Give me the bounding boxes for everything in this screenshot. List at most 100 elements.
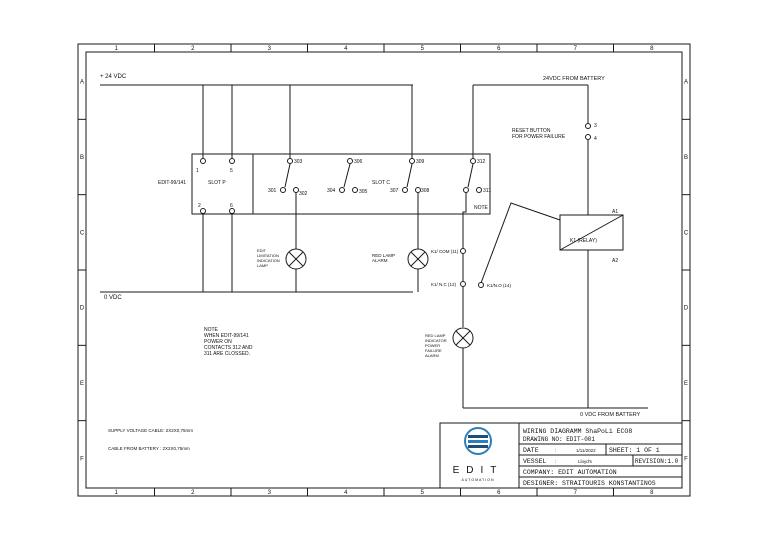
column-label-top: 8 <box>650 46 654 52</box>
column-label-top: 6 <box>497 46 501 52</box>
reset-button-symbol <box>585 123 591 140</box>
term-301: 301 <box>268 188 277 194</box>
column-label-top: 4 <box>344 46 348 52</box>
contact-levers <box>284 163 474 188</box>
battery-cable-note: CABLE FROM BATTERY : 2X2X0,75mm <box>108 446 190 451</box>
pin-1: 1 <box>196 168 199 174</box>
row-label-left: D <box>80 306 85 312</box>
relay-k1 <box>559 214 624 251</box>
lamp-1-label: EDIT LIMITATION INDICATION LAMP <box>257 248 280 268</box>
term-311: 311 <box>483 188 491 194</box>
supply-rails <box>100 84 648 409</box>
vessel-value: Lloyd's <box>578 459 593 464</box>
module-name: EDIT-99/141 <box>158 180 186 186</box>
supply-cable-note: SUPPLY VOLTAGE CABLE: 2X2X0,75mm <box>108 428 193 433</box>
column-label-bottom: 3 <box>268 490 272 496</box>
svg-text:WHEN EDIT-99/141: WHEN EDIT-99/141 <box>204 333 249 339</box>
reset-pin-3: 3 <box>594 123 597 129</box>
row-label-right: C <box>684 230 689 236</box>
term-309: 309 <box>416 159 425 165</box>
date-value: 1/11/2022 <box>576 448 596 453</box>
svg-text:ALARM: ALARM <box>425 353 439 358</box>
lamp-2-label: RED LAMP ALARM <box>372 253 395 263</box>
relay-a1: A1 <box>612 209 618 215</box>
column-label-bottom: 4 <box>344 490 348 496</box>
reset-pin-4: 4 <box>594 136 597 142</box>
revision: REVISION:1.0 <box>635 458 679 465</box>
edit-automation-logo: EDIT AUTOMATION <box>453 427 504 482</box>
row-label-left: F <box>80 456 84 462</box>
svg-text:INDICATOR: INDICATOR <box>425 338 447 343</box>
term-312: 312 <box>477 159 486 165</box>
svg-text:FAILURE: FAILURE <box>425 348 442 353</box>
logo-word: EDIT <box>453 465 504 476</box>
slot-c-note: NOTE <box>474 205 489 211</box>
row-label-left: B <box>80 155 84 161</box>
plus-24vdc-label: + 24 VDC <box>100 74 127 80</box>
relay-no-label: K1/N.O (14) <box>487 283 512 288</box>
row-label-right: D <box>684 306 689 312</box>
lamp-1 <box>285 248 307 270</box>
lamp-2 <box>407 248 429 270</box>
row-label-right: F <box>684 456 688 462</box>
vessel-sep: : <box>555 459 556 465</box>
term-308: 308 <box>421 188 430 194</box>
row-label-right: B <box>684 155 688 161</box>
wiring <box>202 85 589 408</box>
row-label-right: E <box>684 381 688 387</box>
battery-24vdc-label: 24VDC FROM BATTERY <box>543 76 605 82</box>
svg-text:ALARM: ALARM <box>372 258 388 263</box>
pin-2: 2 <box>198 203 201 209</box>
sheet-number: SHEET: 1 OF 1 <box>609 447 660 454</box>
svg-text:RED LAMP: RED LAMP <box>425 333 446 338</box>
term-305: 305 <box>359 189 368 195</box>
slot-p-pins <box>200 158 235 214</box>
lamp-3 <box>452 327 474 349</box>
column-label-bottom: 6 <box>497 490 501 496</box>
column-label-bottom: 2 <box>191 490 195 496</box>
svg-text:EDIT: EDIT <box>257 248 267 253</box>
row-label-left: C <box>80 230 85 236</box>
term-306: 306 <box>354 159 363 165</box>
designer: DESIGNER: STRAITOURIS KONSTANTINOS <box>523 480 656 487</box>
lamp-3-label: RED LAMP INDICATOR POWER FAILURE ALARM <box>425 333 447 358</box>
column-label-top: 2 <box>191 46 195 52</box>
slot-c-label: SLOT C <box>372 180 390 186</box>
svg-text:POWER: POWER <box>425 343 440 348</box>
term-307: 307 <box>390 188 399 194</box>
slot-c-contacts <box>280 158 482 193</box>
slot-p-label: SLOT P <box>208 180 226 186</box>
relay-name: K1 (RELAY) <box>570 238 597 244</box>
term-304: 304 <box>327 188 336 194</box>
column-label-top: 5 <box>421 46 425 52</box>
svg-text:FOR POWER FAILURE: FOR POWER FAILURE <box>512 134 566 140</box>
zero-vdc-label: 0 VDC <box>104 295 122 301</box>
term-302: 302 <box>299 191 308 197</box>
row-label-left: A <box>80 80 84 86</box>
svg-text:311 ARE CLOSSED.: 311 ARE CLOSSED. <box>204 351 250 357</box>
svg-text:LAMP: LAMP <box>257 263 268 268</box>
pin-6: 6 <box>230 203 233 209</box>
column-label-bottom: 7 <box>574 490 578 496</box>
term-303: 303 <box>294 159 303 165</box>
reset-button-label: RESET BUTTON FOR POWER FAILURE <box>512 128 566 140</box>
drawing-number: DRAWING NO: EDIT-001 <box>523 436 595 443</box>
column-label-top: 7 <box>574 46 578 52</box>
column-label-top: 3 <box>268 46 272 52</box>
relay-com-label: K1/ COM (11) <box>431 249 459 254</box>
relay-a2: A2 <box>612 258 618 264</box>
title-block-grid <box>439 422 683 489</box>
row-label-left: E <box>80 381 84 387</box>
note-block: NOTE WHEN EDIT-99/141 POWER ON CONTACTS … <box>204 327 253 357</box>
logo-sub: AUTOMATION <box>461 478 494 482</box>
vessel-label: VESSEL <box>523 458 547 465</box>
svg-text:CONTACTS 312 AND: CONTACTS 312 AND <box>204 345 253 351</box>
date-sep: : <box>555 448 556 454</box>
module-box <box>191 153 491 215</box>
company: COMPANY: EDIT AUTOMATION <box>523 469 617 476</box>
column-label-top: 1 <box>115 46 119 52</box>
svg-text:INDICATION: INDICATION <box>257 258 280 263</box>
pin-5: 5 <box>230 168 233 174</box>
